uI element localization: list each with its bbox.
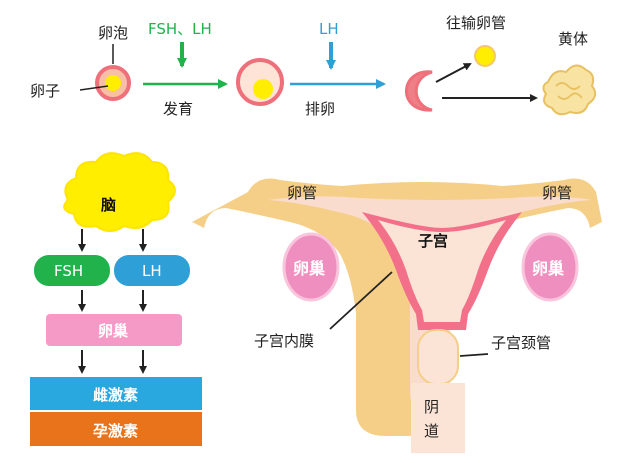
ovulate-label: 排卵 <box>305 100 335 118</box>
uterus-outer-wall <box>192 178 602 436</box>
to-tube-label: 往输卵管 <box>446 14 506 32</box>
to-tube-arrow <box>435 63 472 83</box>
tube-right-label: 卵管 <box>542 184 572 202</box>
follicle-label: 卵泡 <box>98 24 128 42</box>
released-egg-icon <box>474 45 496 67</box>
uterine-cavity <box>378 220 506 322</box>
cervical-canal-shape <box>417 329 459 385</box>
mature-follicle-icon <box>236 58 284 106</box>
ovulation-process: 卵泡 卵子 FSH、LH 发育 LH 排卵 往输卵管 黄体 <box>30 14 597 118</box>
hormone-lh-label: LH <box>319 20 339 38</box>
ovary-label: 卵巢 <box>98 322 128 340</box>
endometrium-pointer <box>329 271 393 330</box>
corpus-luteum-label: 黄体 <box>558 30 588 48</box>
vagina-label-top: 阴 <box>424 398 439 416</box>
ovary-left-shape <box>282 232 340 302</box>
ovary-right-label: 卵巢 <box>532 259 565 278</box>
ruptured-follicle-icon <box>405 70 433 112</box>
estrogen-label: 雌激素 <box>93 386 138 404</box>
hormone-flow: 脑 FSH LH 卵巢 雌激素 孕激素 <box>30 152 202 446</box>
cervical-canal-pointer <box>459 353 489 357</box>
lh-label: LH <box>142 262 162 280</box>
brain-label: 脑 <box>101 196 116 214</box>
corpus-luteum-icon <box>542 64 597 116</box>
progesterone-box <box>30 412 202 446</box>
endometrium-label: 子宫内膜 <box>254 332 314 350</box>
lh-pill <box>114 255 190 286</box>
estrogen-box <box>30 377 202 410</box>
egg-label: 卵子 <box>30 82 60 100</box>
develop-label: 发育 <box>163 100 193 118</box>
fsh-label: FSH <box>54 262 83 280</box>
ovary-left-label: 卵巢 <box>293 259 326 278</box>
ovary-right-shape <box>521 232 579 302</box>
uterus-label: 子宫 <box>418 232 448 250</box>
ovary-box <box>46 314 182 346</box>
hormone-fsh-lh-label: FSH、LH <box>148 20 212 38</box>
fsh-pill <box>34 255 110 286</box>
brain-cloud: 脑 <box>63 152 176 232</box>
follicle-icon <box>95 65 131 101</box>
uterus-anatomy: 卵巢 卵巢 卵管 卵管 子宫 子宫内膜 子宫颈管 阴 道 <box>192 178 602 453</box>
egg-pointer <box>79 85 109 91</box>
vagina-shape <box>411 383 465 453</box>
cervical-canal-label: 子宫颈管 <box>491 334 551 352</box>
progesterone-label: 孕激素 <box>93 422 138 440</box>
vagina-label-bottom: 道 <box>424 422 439 440</box>
tube-left-label: 卵管 <box>287 184 317 202</box>
